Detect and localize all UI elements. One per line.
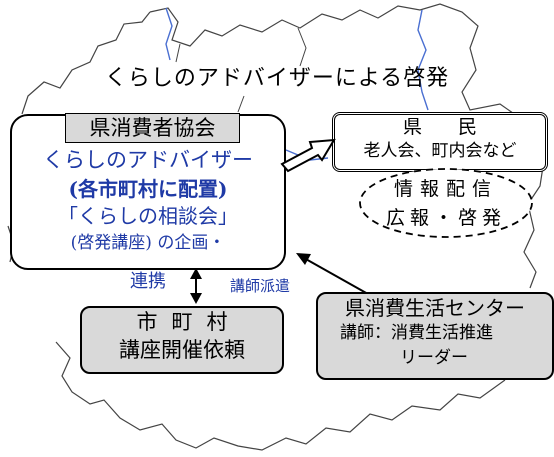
consultation-event: 「くらしの相談会」	[58, 204, 238, 228]
lecturer-role: 講師：消費生活推進	[340, 323, 493, 343]
residents-box	[332, 112, 548, 172]
publicity-label: 広報・啓発	[385, 207, 506, 229]
dispatch-label: 講師派遣	[230, 277, 291, 295]
map-boundary	[7, 3, 545, 451]
advisor-label: くらしのアドバイザー	[43, 148, 253, 172]
residents-title: 県民	[402, 116, 513, 138]
dispatch-arrow	[296, 253, 369, 295]
map-inner-line	[175, 27, 307, 113]
cooperation-label: 連携	[130, 271, 166, 292]
info-ellipse	[359, 168, 533, 238]
seminar-planning: (啓発講座) の企画・	[70, 233, 226, 253]
consumer-association-header: 県消費者協会	[65, 113, 240, 143]
consumer-center-title: 県消費生活センター	[345, 296, 525, 320]
diagram-title: くらしのアドバイザーによる啓発	[104, 66, 450, 91]
residents-groups: 老人会、町内会など	[363, 141, 517, 161]
seminar-request: 講座開催依頼	[119, 338, 245, 362]
outreach-arrow	[280, 138, 336, 173]
municipality-box	[80, 306, 284, 374]
info-delivery-label: 情報配信	[393, 178, 498, 200]
lecturer-role-cont: リーダー	[400, 348, 468, 368]
advisor-placement: (各市町村に配置)	[68, 177, 228, 201]
municipality-title: 市町村	[136, 310, 242, 334]
cooperation-arrow	[190, 268, 202, 304]
consumer-center-box	[316, 292, 554, 380]
